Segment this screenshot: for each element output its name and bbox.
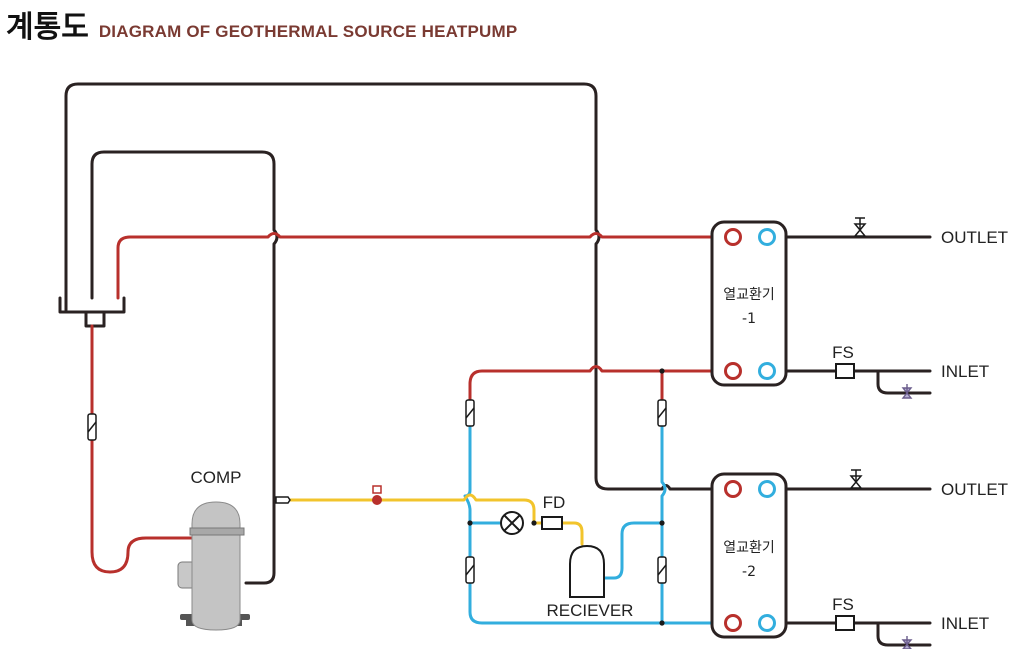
- hx1-port-red-top: [724, 228, 742, 246]
- title-english: DIAGRAM OF GEOTHERMAL SOURCE HEATPUMP: [98, 22, 518, 41]
- junction-dots: [467, 368, 665, 626]
- sight-glass-icon: [372, 485, 382, 505]
- hx2-port-blue-bottom: [758, 614, 776, 632]
- inlet-label-1: INLET: [941, 362, 989, 381]
- filter-dryer-icon: [541, 516, 563, 530]
- hx1-port-red-bottom: [724, 362, 742, 380]
- check-valve-icon: [657, 556, 667, 584]
- hx1-port-blue-bottom: [758, 362, 776, 380]
- check-valve-icon: [465, 399, 475, 427]
- check-valve-icon: [657, 399, 667, 427]
- flow-switch-icon: [835, 363, 855, 379]
- crossover-humps: [272, 229, 672, 490]
- header: 계통도 DIAGRAM OF GEOTHERMAL SOURCE HEATPUM…: [6, 2, 518, 45]
- drain-valve-icon: [901, 636, 913, 649]
- fd-label: FD: [543, 493, 566, 512]
- valve-icon: [853, 217, 867, 237]
- expansion-valve-icon: [500, 511, 524, 535]
- inlet-label-2: INLET: [941, 614, 989, 633]
- check-valve-icon: [87, 413, 97, 441]
- receiver-label: RECIEVER: [547, 601, 634, 620]
- hx2-port-blue-top: [758, 480, 776, 498]
- hx2-port-red-top: [724, 480, 742, 498]
- comp-label: COMP: [191, 468, 242, 487]
- receiver-icon: [569, 544, 605, 598]
- drain-valve-icon: [901, 384, 913, 399]
- yellow-pipe-lines: [286, 493, 584, 546]
- heat-exchanger-2: 열교환기 -2: [710, 472, 788, 639]
- valve-icon: [849, 469, 863, 489]
- outlet-label-2: OUTLET: [941, 480, 1008, 499]
- fs-label-2: FS: [832, 595, 854, 614]
- hx1-number: -1: [742, 311, 756, 327]
- title-korean: 계통도: [6, 10, 89, 45]
- fs-label-1: FS: [832, 343, 854, 362]
- red-pipe-lines: [90, 232, 724, 574]
- hx2-name: 열교환기: [723, 540, 775, 556]
- fitting-icon: [275, 496, 291, 504]
- compressor-icon: [177, 501, 250, 631]
- hx1-name: 열교환기: [723, 287, 775, 303]
- check-valve-icon: [465, 556, 475, 584]
- heat-exchanger-1: 열교환기 -1: [710, 220, 788, 387]
- hx1-port-blue-top: [758, 228, 776, 246]
- black-pipe-lines: [58, 82, 932, 647]
- hx2-number: -2: [742, 564, 756, 580]
- hx2-port-red-bottom: [724, 614, 742, 632]
- outlet-label-1: OUTLET: [941, 228, 1008, 247]
- flow-switch-icon: [835, 615, 855, 631]
